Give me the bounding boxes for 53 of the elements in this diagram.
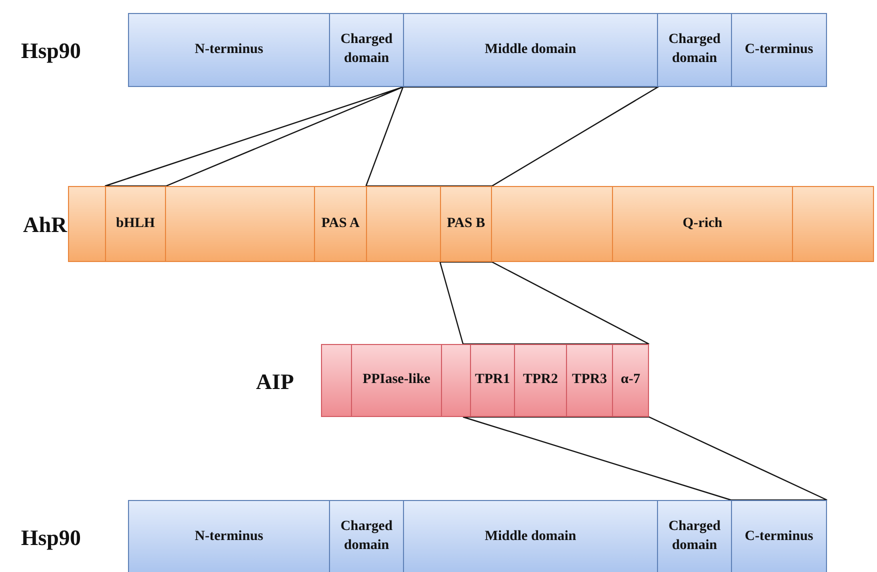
blank-segment xyxy=(366,186,441,262)
domain-label: Charged domain xyxy=(339,31,394,68)
domain-label: Charged domain xyxy=(667,31,722,68)
domain-label: C-terminus xyxy=(744,40,814,59)
blank-segment xyxy=(441,344,471,417)
domain-segment xyxy=(128,500,330,572)
domain-segment xyxy=(440,186,492,262)
domain-segment xyxy=(329,500,404,572)
mapping-line xyxy=(439,261,650,345)
protein-name: AIP xyxy=(256,368,294,394)
mapping-line xyxy=(365,86,660,187)
protein-name: Hsp90 xyxy=(21,38,81,64)
domain-label: Q-rich xyxy=(682,214,722,233)
domain-segment xyxy=(329,13,404,87)
domain-label: TPR3 xyxy=(572,371,607,390)
domain-segment xyxy=(128,13,330,87)
blank-segment xyxy=(491,186,613,262)
domain-segment xyxy=(657,13,732,87)
domain-segment xyxy=(731,500,827,572)
domain-segment xyxy=(731,13,827,87)
domain-segment xyxy=(566,344,613,417)
domain-label: PAS B xyxy=(446,214,486,233)
domain-segment xyxy=(105,186,166,262)
domain-segment xyxy=(514,344,567,417)
domain-label: bHLH xyxy=(116,214,155,233)
blank-segment xyxy=(68,186,106,262)
protein-name: Hsp90 xyxy=(21,525,81,551)
mapping-line xyxy=(104,86,404,187)
domain-segment xyxy=(612,344,649,417)
domain-label: α-7 xyxy=(620,371,640,390)
domain-label: Charged domain xyxy=(667,518,722,555)
domain-segment xyxy=(351,344,442,417)
domain-label: Middle domain xyxy=(484,40,576,59)
domain-label: TPR1 xyxy=(475,371,510,390)
mapping-line xyxy=(462,416,828,501)
domain-segment xyxy=(612,186,793,262)
domain-segment xyxy=(470,344,515,417)
domain-label: N-terminus xyxy=(194,528,264,546)
domain-label: C-terminus xyxy=(744,528,814,546)
domain-label: TPR2 xyxy=(523,371,558,390)
domain-label: Charged domain xyxy=(339,518,394,555)
blank-segment xyxy=(165,186,315,262)
blank-segment xyxy=(792,186,874,262)
domain-label: Middle domain xyxy=(484,528,576,546)
domain-segment xyxy=(403,500,658,572)
domain-segment xyxy=(657,500,732,572)
blank-segment xyxy=(321,344,352,417)
domain-segment xyxy=(403,13,658,87)
protein-name: AhR xyxy=(23,212,68,238)
domain-label: PAS A xyxy=(321,214,360,233)
domain-segment xyxy=(314,186,367,262)
domain-label: PPIase-like xyxy=(362,371,430,390)
domain-label: N-terminus xyxy=(194,40,264,59)
